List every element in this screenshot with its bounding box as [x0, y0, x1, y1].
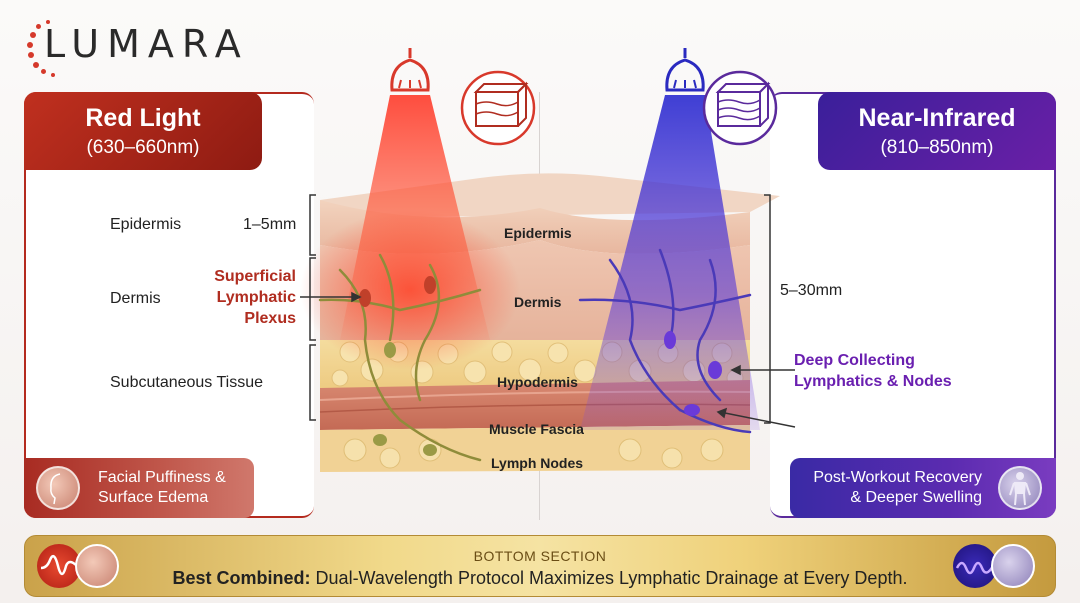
layer-label-hypodermis: Hypodermis: [497, 374, 578, 390]
red-use-case-text: Facial Puffiness & Surface Edema: [98, 469, 226, 506]
banner-face-icon: [75, 544, 119, 588]
depth-brackets: [309, 194, 771, 424]
layer-label-epidermis: Epidermis: [504, 225, 572, 241]
superficial-plexus-callout: Superficial Lymphatic Plexus: [214, 268, 296, 327]
banner-message: Best Combined: Dual-Wavelength Protocol …: [172, 568, 908, 588]
infrared-depth-label: 5–30mm: [780, 282, 843, 299]
red-skin-block-icon: [460, 70, 536, 146]
side-label-subcutaneous: Subcutaneous Tissue: [110, 374, 263, 391]
deep-lymphatics-callout: Deep Collecting Lymphatics & Nodes: [794, 352, 952, 390]
red-light-header: Red Light (630–660nm): [24, 92, 262, 170]
red-light-title: Red Light: [85, 104, 201, 132]
near-infrared-header: Near-Infrared (810–850nm): [818, 92, 1056, 170]
face-icon: [36, 466, 80, 510]
infrared-lamp-icon: [665, 48, 705, 92]
red-light-use-case: Facial Puffiness & Surface Edema: [24, 458, 254, 518]
skin-cross-section: [300, 48, 796, 472]
near-infrared-title: Near-Infrared: [858, 104, 1016, 132]
infrared-use-case-text: Post-Workout Recovery & Deeper Swelling: [813, 469, 982, 506]
infrared-use-case: Post-Workout Recovery & Deeper Swelling: [790, 458, 1056, 518]
infrared-skin-block-icon: [702, 70, 778, 146]
banner-body-icon: [991, 544, 1035, 588]
infrared-wave-icon: [953, 544, 997, 588]
layer-label-muscle-fascia: Muscle Fascia: [489, 421, 584, 437]
red-light-wavelength: (630–660nm): [86, 137, 200, 158]
red-wave-icon: [37, 544, 81, 588]
layer-label-dermis: Dermis: [514, 294, 562, 310]
side-label-epidermis: Epidermis: [110, 216, 182, 233]
red-depth-label: 1–5mm: [243, 216, 297, 233]
brand-logo: LUMARA: [22, 18, 262, 80]
layer-label-lymph-nodes: Lymph Nodes: [491, 455, 584, 471]
red-lamp-icon: [390, 48, 430, 92]
combined-protocol-banner: BOTTOM SECTION Best Combined: Dual-Wavel…: [24, 535, 1056, 597]
body-icon: [998, 466, 1042, 510]
side-label-dermis: Dermis: [110, 290, 161, 307]
banner-kicker: BOTTOM SECTION: [473, 548, 607, 564]
near-infrared-wavelength: (810–850nm): [880, 137, 994, 158]
logo-text: LUMARA: [44, 22, 249, 66]
